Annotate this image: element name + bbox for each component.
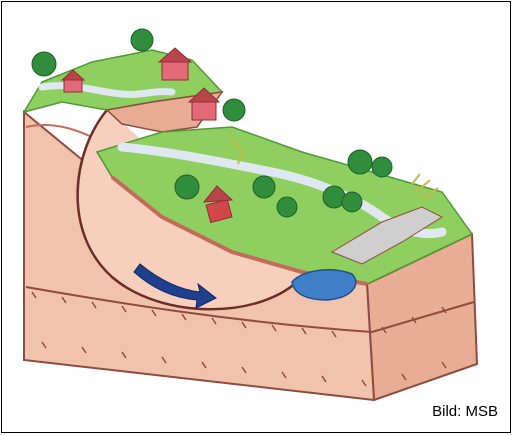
- ponded-water: [292, 270, 356, 300]
- tree-icon: [223, 99, 245, 121]
- tree-icon: [253, 176, 275, 198]
- tree-icon: [131, 29, 153, 51]
- image-credit: Bild: MSB: [432, 403, 498, 420]
- tree-icon: [372, 157, 392, 177]
- tree-icon: [32, 52, 56, 76]
- tree-icon: [342, 192, 362, 212]
- tree-icon: [348, 150, 372, 174]
- tree-icon: [175, 175, 199, 199]
- tree-icon: [277, 197, 297, 217]
- tree-icon: [323, 186, 345, 208]
